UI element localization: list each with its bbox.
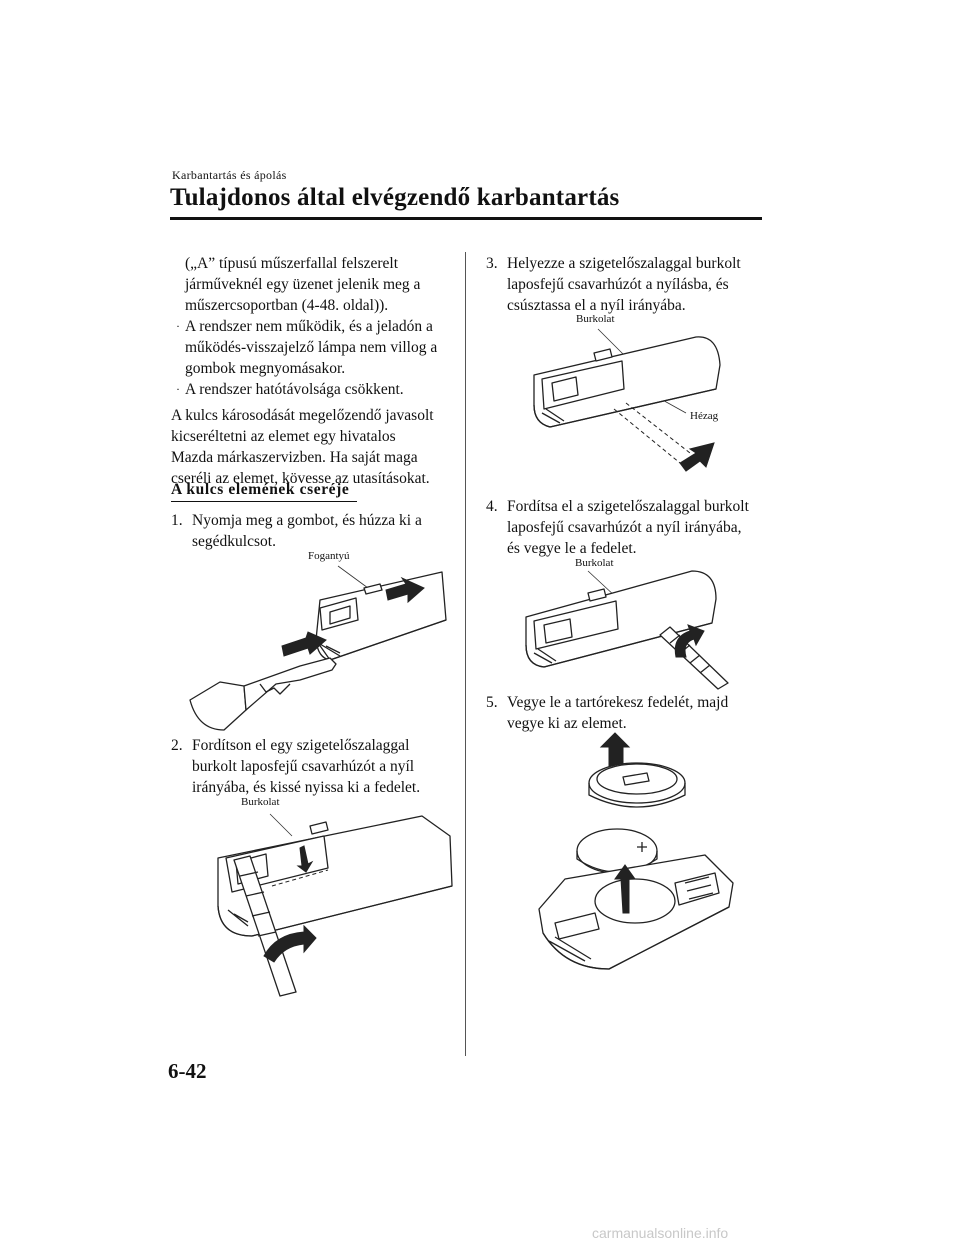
paragraph-line: cseréli az elemet, kövesse az utasítások… — [171, 470, 430, 487]
intro-line: járműveknél egy üzenet jelenik meg a — [185, 276, 421, 293]
step-4: 4. Fordítsa el a szigetelőszalaggal burk… — [486, 496, 776, 559]
figure-open-cover — [217, 813, 453, 997]
step-line: irányába, és kissé nyissa ki a fedelet. — [192, 779, 421, 796]
step-3: 3. Helyezze a szigetelőszalaggal burkolt… — [486, 253, 776, 316]
bullet-line: gombok megnyomásakor. — [185, 360, 346, 377]
step-2: 2. Fordítson el egy szigetelőszalaggal b… — [171, 735, 461, 798]
step-5: 5. Vegye le a tartórekesz fedelét, majd … — [486, 692, 776, 734]
caption-cover: Burkolat — [576, 313, 615, 325]
footer-watermark[interactable]: carmanualsonline.info — [592, 1225, 729, 1241]
step-line: Nyomja meg a gombot, és húzza ki a — [192, 512, 422, 529]
step-line: Fordítson el egy szigetelőszalaggal — [192, 737, 410, 754]
caption-handle: Fogantyú — [308, 550, 350, 562]
subheading-rule — [171, 501, 357, 502]
bullet-item: · A rendszer nem működik, és a jeladón a… — [176, 316, 438, 379]
figure-slide-screwdriver — [533, 328, 721, 472]
figure-remove-battery — [538, 732, 734, 970]
paragraph-line: Mazda márkaszervizben. Ha saját maga — [171, 449, 418, 466]
page-title: Tulajdonos által elvégzendő karbantartás — [170, 184, 620, 211]
step-line: segédkulcsot. — [192, 533, 276, 550]
bullet-dot: · — [176, 382, 180, 396]
step-line: Helyezze a szigetelőszalaggal burkolt — [507, 255, 741, 272]
figure-key-removal — [189, 565, 447, 731]
step-line: Vegye le a tartórekesz fedelét, majd — [507, 694, 729, 711]
step-line: vegye ki az elemet. — [507, 715, 627, 732]
section-label: Karbantartás és ápolás — [172, 168, 287, 182]
caption-cover: Burkolat — [575, 557, 614, 569]
step-line: burkolt laposfejű csavarhúzót a nyíl — [192, 758, 415, 775]
step-line: laposfejű csavarhúzót a nyílásba, és — [507, 276, 729, 293]
bullet-line: A rendszer nem működik, és a jeladón a — [185, 318, 433, 335]
step-number: 5. — [486, 694, 498, 711]
bullet-dot: · — [176, 319, 180, 333]
page-number: 6-42 — [168, 1059, 207, 1083]
step-number: 3. — [486, 255, 498, 272]
intro-line: műszercsoportban (4-48. oldal)). — [185, 297, 389, 314]
intro-text: („A” típusú műszerfallal felszerelt járm… — [185, 253, 420, 316]
step-number: 4. — [486, 498, 498, 515]
step-line: és vegye le a fedelet. — [507, 540, 637, 557]
step-line: csúsztassa el a nyíl irányába. — [507, 297, 686, 314]
intro-line: („A” típusú műszerfallal felszerelt — [185, 255, 399, 272]
column-divider — [465, 252, 466, 1056]
caption-cover: Burkolat — [241, 796, 280, 808]
bullet-line: működés-visszajelző lámpa nem villog a — [185, 339, 438, 356]
figure-remove-cover — [525, 570, 729, 690]
step-1: 1. Nyomja meg a gombot, és húzza ki a se… — [171, 510, 461, 552]
title-rule — [170, 217, 762, 220]
bullet-item: · A rendszer hatótávolsága csökkent. — [176, 379, 404, 400]
step-line: laposfejű csavarhúzót a nyíl irányába, — [507, 519, 742, 536]
step-number: 1. — [171, 512, 183, 529]
bullet-line: A rendszer hatótávolsága csökkent. — [185, 381, 404, 398]
subheading: A kulcs elemének cseréje — [171, 481, 350, 498]
step-number: 2. — [171, 737, 183, 754]
step-line: Fordítsa el a szigetelőszalaggal burkolt — [507, 498, 749, 515]
paragraph-line: A kulcs károsodását megelőzendő javasolt — [171, 407, 434, 424]
paragraph: A kulcs károsodását megelőzendő javasolt… — [171, 405, 434, 489]
caption-gap: Hézag — [690, 410, 719, 422]
paragraph-line: kicseréltetni az elemet egy hivatalos — [171, 428, 396, 445]
